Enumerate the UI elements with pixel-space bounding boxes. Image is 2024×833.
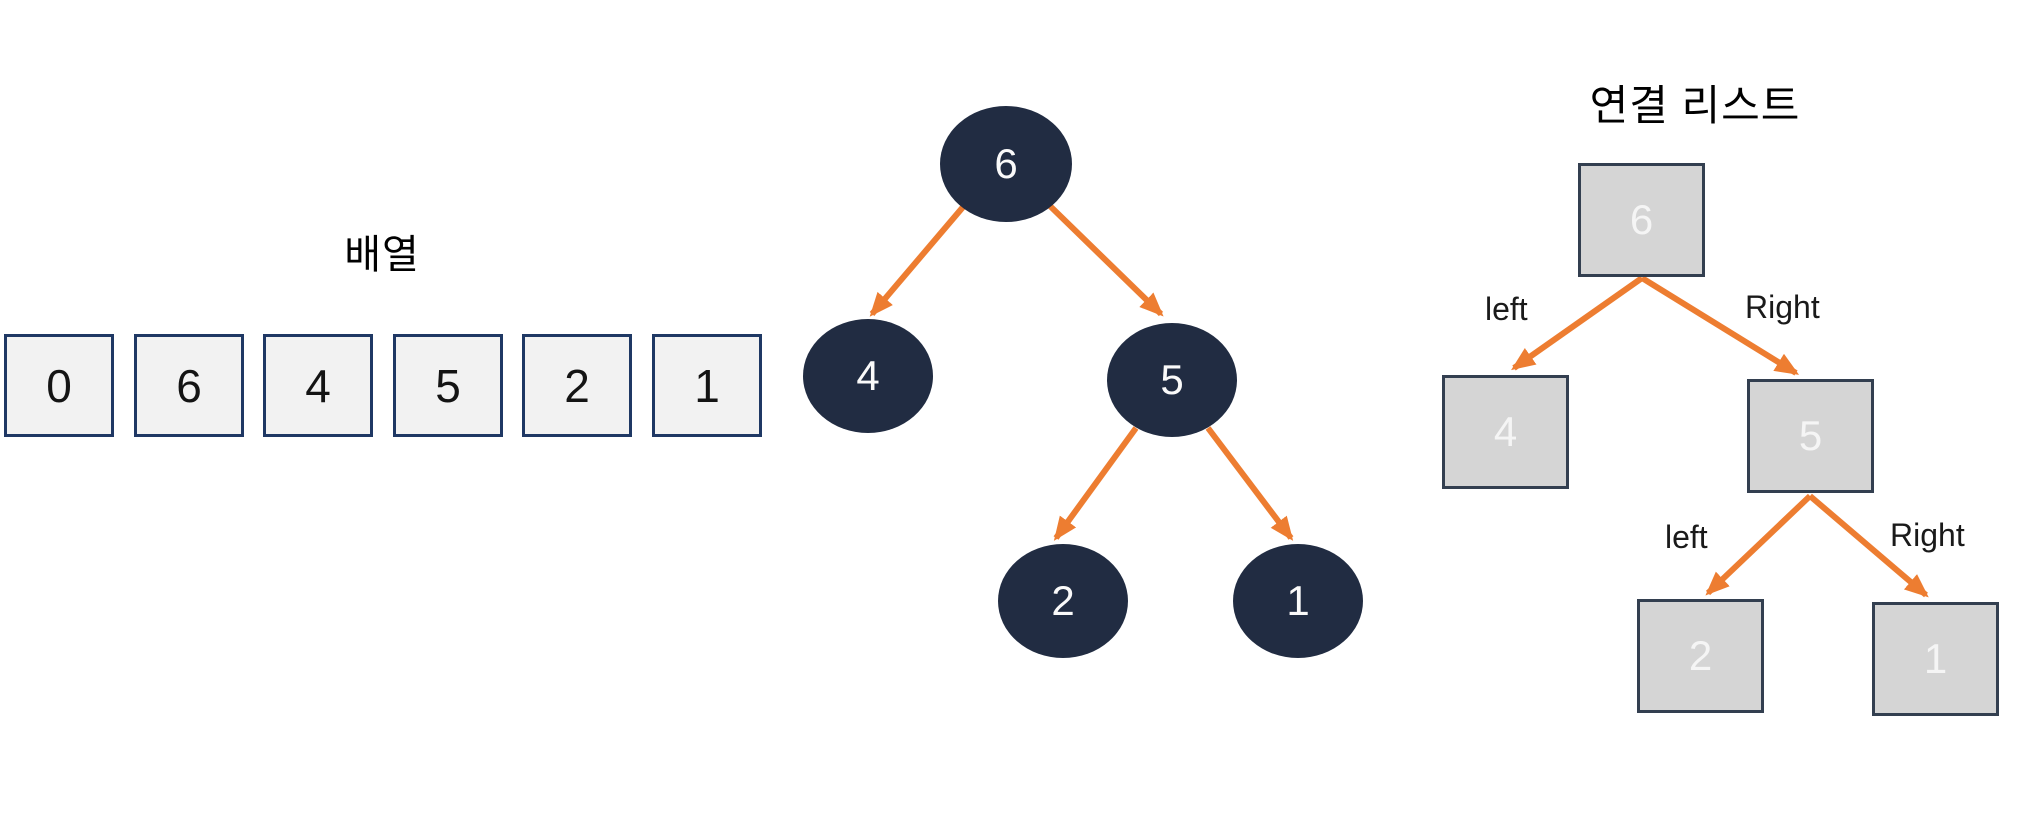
tree-node-6: 6 — [940, 106, 1072, 222]
tree-edge-6-4-arrow — [869, 205, 966, 317]
tree-edge-5-2-arrow — [1053, 426, 1139, 541]
tree-node-1: 1 — [1233, 544, 1363, 658]
list-node-1: 1 — [1872, 602, 1999, 716]
edge-label-left-level2: left — [1665, 519, 1708, 555]
array-cell-0: 0 — [4, 334, 114, 437]
array-cell-4: 2 — [522, 334, 632, 437]
list-edge-5-2-arrow — [1705, 493, 1813, 596]
array-cell-2: 4 — [263, 334, 373, 437]
edge-label-right-level2: Right — [1890, 517, 1965, 553]
list-edge-6-4-arrow — [1511, 275, 1644, 371]
edge-label-left-level1: left — [1485, 291, 1528, 327]
edge-label-right-level1: Right — [1745, 289, 1820, 325]
list-node-4: 4 — [1442, 375, 1569, 489]
array-cell-5: 1 — [652, 334, 762, 437]
linked-list-section-title: 연결 리스트 — [1589, 82, 1801, 129]
tree-node-4: 4 — [803, 319, 933, 433]
list-node-5: 5 — [1747, 379, 1874, 493]
list-node-6: 6 — [1578, 163, 1705, 277]
tree-edge-6-5-arrow — [1046, 202, 1164, 317]
tree-edge-5-1-arrow — [1205, 426, 1294, 541]
array-cell-1: 6 — [134, 334, 244, 437]
list-node-2: 2 — [1637, 599, 1764, 713]
array-cell-3: 5 — [393, 334, 503, 437]
tree-node-2: 2 — [998, 544, 1128, 658]
tree-node-5: 5 — [1107, 323, 1237, 437]
array-section-title: 배열 — [344, 233, 420, 277]
